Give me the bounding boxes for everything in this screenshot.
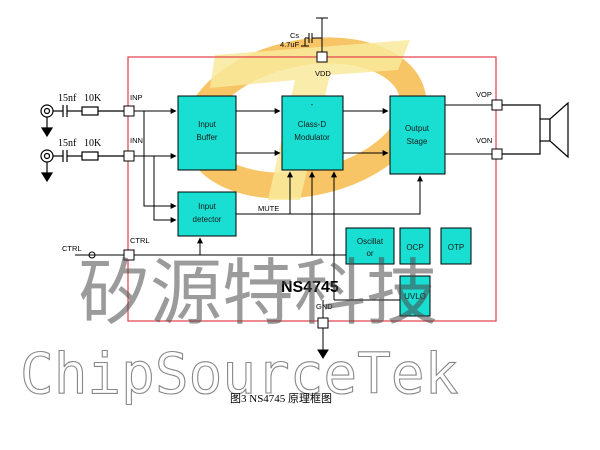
vdd-pin-box [316, 51, 328, 63]
cap-top-label: 15nf [58, 93, 77, 104]
ctrl-pin-label: CTRL [130, 236, 150, 245]
res-bottom-label: 10K [84, 138, 102, 149]
uvlo-block: UVLO [399, 275, 431, 317]
figure-caption: 图3 NS4745 原理框图 [230, 392, 332, 405]
inn-pin-box [123, 150, 135, 162]
class-d-line0: - [311, 100, 314, 109]
cap-bottom-label: 15nf [58, 138, 77, 149]
vdd-capacitor [301, 17, 328, 57]
output-stage-line2: Stage [407, 137, 428, 146]
class-d-block: - Class-D Modulator [281, 95, 344, 171]
von-pin-box [491, 148, 503, 160]
oscillator-line2: or [366, 249, 373, 258]
inp-pin-label: INP [130, 93, 143, 102]
watermark-english: ChipSourceTek [20, 342, 458, 407]
output-stage-block: Output Stage [389, 95, 446, 175]
watermark-chinese: 矽源特科技 [78, 251, 438, 335]
cap-name: Cs [290, 31, 299, 40]
otp-label: OTP [448, 243, 464, 252]
otp-block: OTP [440, 227, 472, 265]
oscillator-line1: Oscillat [357, 237, 384, 246]
chip-boundary [127, 56, 497, 322]
ocp-label: OCP [406, 243, 423, 252]
vop-pin-box [491, 99, 503, 111]
uvlo-label: UVLO [404, 292, 426, 301]
inp-pin-box [123, 105, 135, 117]
von-pin-label: VON [476, 136, 492, 145]
mute-label: MUTE [258, 204, 279, 213]
input-detector-line2: detector [193, 215, 222, 224]
inn-pin-label: INN [130, 136, 143, 145]
input-buffer-block: Input Buffer [177, 95, 237, 171]
input-buffer-line1: Input [198, 120, 217, 129]
input-source-bottom [40, 149, 125, 183]
speaker-icon [502, 101, 569, 159]
vop-pin-label: VOP [476, 90, 492, 99]
ctrl-external-label: CTRL [62, 244, 82, 253]
input-buffer-line2: Buffer [196, 133, 218, 142]
gnd-symbol [317, 300, 329, 359]
res-top-label: 10K [84, 93, 102, 104]
cap-value: 4.7uF [280, 40, 300, 49]
ctrl-pin-box [123, 249, 135, 261]
vdd-pin-label: VDD [315, 69, 331, 78]
input-source-top [40, 104, 125, 138]
signal-wires [75, 104, 492, 301]
ocp-block: OCP [399, 227, 431, 265]
class-d-line2: Modulator [294, 133, 330, 142]
input-detector-block: Input detector [177, 191, 237, 237]
gnd-pin-label: GND [316, 302, 333, 311]
oscillator-block: Oscillat or [345, 227, 395, 265]
chip-name: NS4745 [281, 279, 339, 296]
ctrl-terminal [88, 251, 96, 259]
output-stage-line1: Output [405, 124, 430, 133]
input-detector-line1: Input [198, 202, 217, 211]
class-d-line1: Class-D [298, 120, 327, 129]
